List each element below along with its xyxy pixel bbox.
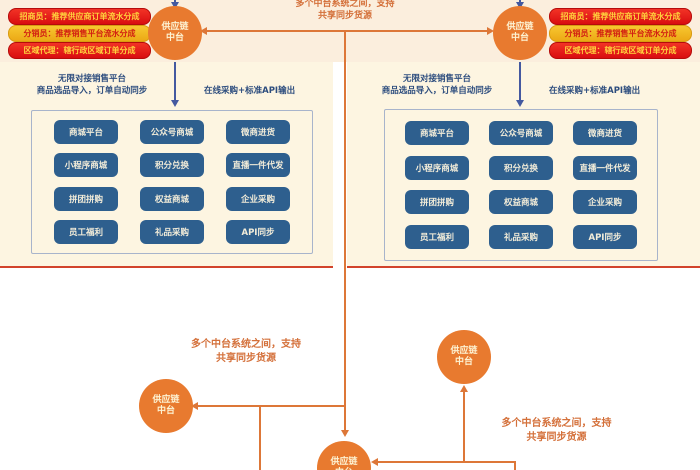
share-note-line2: 共享同步货源: [526, 432, 587, 443]
role-pill-label: 区域代理：辖行政区域订单分成: [23, 46, 136, 55]
arrow-down-icon: [171, 2, 179, 9]
panel-intro-right: 无限对接销售平台 商品选品导入，订单自动同步: [357, 73, 517, 97]
hub-to-grid-connector-right: [519, 62, 521, 102]
connector-bottom-left-horizontal: [196, 405, 345, 407]
share-note-bottom-right: 多个中台系统之间，支持 共享同步货源: [464, 417, 649, 445]
connector-bottom-right-horizontal: [378, 461, 516, 463]
share-note-line1: 多个中台系统之间，支持: [191, 339, 301, 350]
api-output-label-right: 在线采购+标准API输出: [549, 86, 641, 96]
arrow-left-icon: [371, 458, 378, 466]
role-pill-recruiter-right: 招商员：推荐供应商订单流水分成: [549, 8, 692, 25]
share-note-line2: 共享同步货源: [216, 353, 276, 364]
app-button: 微商进货: [226, 120, 290, 145]
app-button: 拼团拼购: [405, 190, 469, 215]
connector-up-to-right-hub: [463, 392, 465, 462]
app-grid-left: 商城平台 公众号商城 微商进货 小程序商城 积分兑换 直播一件代发 拼团拼购 权…: [31, 110, 313, 254]
hub-label-line1: 供应链: [161, 22, 189, 32]
hub-node-top-left: 供应链 中台: [148, 6, 202, 60]
api-output-label-left: 在线采购+标准API输出: [204, 86, 296, 96]
arrow-right-icon: [487, 27, 494, 35]
app-button: 微商进货: [573, 120, 637, 145]
hub-label-line1: 供应链: [330, 457, 358, 467]
panel-intro-line2: 商品选品导入，订单自动同步: [36, 86, 148, 96]
hub-node-bottom-center: 供应链 中台: [317, 441, 371, 470]
app-button: 积分兑换: [489, 155, 553, 180]
role-pill-distributor-right: 分销员：推荐销售平台流水分成: [549, 25, 692, 42]
panel-intro-line2: 商品选品导入，订单自动同步: [381, 86, 493, 96]
app-button: 拼团拼购: [54, 186, 118, 211]
role-pill-label: 分销员：推荐销售平台流水分成: [564, 29, 677, 38]
app-button: 直播一件代发: [226, 153, 290, 178]
sync-connector-center-vertical: [344, 32, 346, 432]
connector-bottom-right-drop: [514, 461, 516, 470]
app-button: 商城平台: [54, 120, 118, 145]
hub-node-bottom-right: 供应链 中台: [437, 330, 491, 384]
role-pill-distributor-left: 分销员：推荐销售平台流水分成: [8, 25, 151, 42]
hub-label-line1: 供应链: [450, 346, 478, 356]
role-pill-recruiter-left: 招商员：推荐供应商订单流水分成: [8, 8, 151, 25]
share-note-bottom-left: 多个中台系统之间，支持 共享同步货源: [156, 338, 336, 366]
inbound-connector-right: [519, 0, 521, 3]
app-button: 礼品采购: [489, 225, 553, 250]
app-button: 员工福利: [54, 219, 118, 244]
app-button: 公众号商城: [489, 120, 553, 145]
app-button: 积分兑换: [140, 153, 204, 178]
arrow-down-icon: [516, 2, 524, 9]
share-note-top: 多个中台系统之间，支持 共享同步货源: [245, 0, 445, 22]
hub-label-line2: 中台: [510, 33, 529, 43]
hub-label-line2: 中台: [156, 406, 175, 416]
app-grid-right: 商城平台 公众号商城 微商进货 小程序商城 积分兑换 直播一件代发 拼团拼购 权…: [384, 109, 658, 261]
panel-intro-line1: 无限对接销售平台: [57, 74, 126, 84]
app-button: 员工福利: [405, 225, 469, 250]
share-note-line1: 多个中台系统之间，支持: [295, 0, 395, 9]
app-button: API同步: [573, 225, 637, 250]
share-note-line2: 共享同步货源: [317, 11, 372, 21]
inbound-connector-left: [174, 0, 176, 3]
arrow-down-icon: [171, 100, 179, 107]
connector-bottom-left-drop: [259, 405, 261, 470]
sync-connector-top: [206, 30, 488, 32]
arrow-up-icon: [460, 385, 468, 392]
app-button: 礼品采购: [140, 219, 204, 244]
role-pill-regional-agent-right: 区域代理：辖行政区域订单分成: [549, 42, 692, 59]
arrow-left-icon: [191, 402, 198, 410]
app-button: 权益商城: [140, 186, 204, 211]
hub-node-top-right: 供应链 中台: [493, 6, 547, 60]
hub-label-line2: 中台: [165, 33, 184, 43]
share-note-line1: 多个中台系统之间，支持: [501, 418, 612, 429]
app-button: API同步: [226, 219, 290, 244]
role-pill-label: 招商员：推荐供应商订单流水分成: [19, 12, 140, 21]
app-button: 公众号商城: [140, 120, 204, 145]
hub-label-line2: 中台: [335, 468, 353, 470]
app-button: 企业采购: [226, 186, 290, 211]
hub-node-bottom-left: 供应链 中台: [139, 379, 193, 433]
panel-intro-line1: 无限对接销售平台: [402, 74, 471, 84]
arrow-left-icon: [200, 27, 207, 35]
app-button: 商城平台: [405, 120, 469, 145]
role-pill-regional-agent-left: 区域代理：辖行政区域订单分成: [8, 42, 151, 59]
hub-to-grid-connector-left: [174, 62, 176, 102]
hub-label-line1: 供应链: [152, 395, 180, 405]
arrow-down-icon: [341, 430, 349, 437]
hub-label-line2: 中台: [454, 357, 473, 367]
panel-intro-left: 无限对接销售平台 商品选品导入，订单自动同步: [12, 73, 172, 97]
arrow-down-icon: [516, 100, 524, 107]
role-pill-label: 区域代理：辖行政区域订单分成: [564, 46, 677, 55]
app-button: 权益商城: [489, 190, 553, 215]
app-button: 直播一件代发: [573, 155, 637, 180]
role-pill-label: 分销员：推荐销售平台流水分成: [23, 29, 136, 38]
app-button: 企业采购: [573, 190, 637, 215]
app-button: 小程序商城: [54, 153, 118, 178]
role-pill-label: 招商员：推荐供应商订单流水分成: [560, 12, 681, 21]
hub-label-line1: 供应链: [506, 22, 534, 32]
app-button: 小程序商城: [405, 155, 469, 180]
